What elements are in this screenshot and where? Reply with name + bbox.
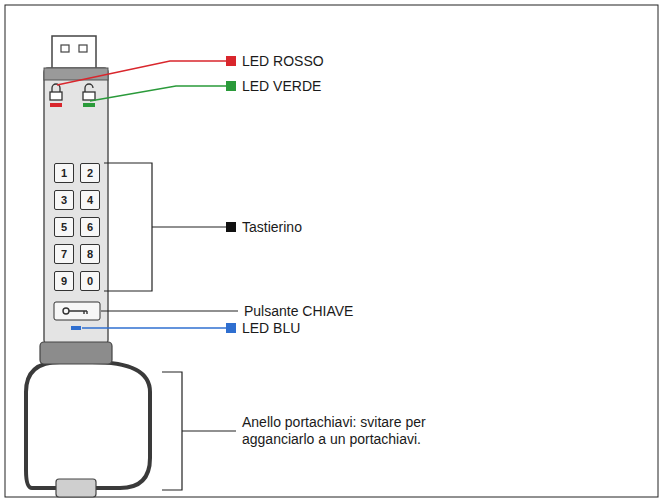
keypad-key: 4	[80, 190, 100, 210]
bracket	[104, 163, 152, 291]
key-digit: 3	[61, 195, 67, 206]
keypad-key: 3	[54, 190, 74, 210]
connector-hole	[79, 45, 87, 52]
key-digit: 8	[87, 249, 93, 260]
key-digit: 9	[61, 276, 67, 287]
key-symbol	[63, 308, 87, 314]
part-label: Anello portachiavi: svitare per aggancia…	[242, 414, 472, 448]
bracket	[162, 372, 182, 490]
keypad-key: 2	[80, 163, 100, 183]
leader-line	[57, 61, 226, 85]
leader-line	[152, 226, 226, 227]
part-label: LED BLU	[242, 320, 300, 337]
keypad-key: 0	[80, 271, 100, 291]
marker-square	[226, 323, 236, 333]
part-label: LED VERDE	[242, 78, 321, 95]
leader-line	[182, 430, 236, 431]
marker-square	[226, 222, 236, 232]
part-label: LED ROSSO	[242, 53, 324, 70]
key-digit: 2	[87, 168, 93, 179]
leader-line	[101, 310, 238, 311]
keypad-key: 7	[54, 244, 74, 264]
key-button	[54, 302, 100, 320]
ring-clip	[56, 479, 96, 497]
keypad-key: 6	[80, 217, 100, 237]
lock-icons	[50, 84, 95, 100]
ring-collar	[40, 342, 112, 364]
drive-body	[44, 68, 108, 344]
key-digit: 7	[61, 249, 67, 260]
part-label: Pulsante CHIAVE	[242, 303, 353, 320]
keypad-key: 1	[54, 163, 74, 183]
part-label: Tastierino	[242, 219, 302, 236]
key-digit: 6	[87, 222, 93, 233]
key-digit: 5	[61, 222, 67, 233]
key-ring	[26, 362, 150, 488]
red-led	[50, 103, 62, 107]
leader-line	[90, 86, 226, 101]
usb-connector	[52, 36, 96, 70]
marker-square	[226, 56, 236, 66]
body-cap-band	[44, 68, 108, 80]
connector-hole	[61, 45, 69, 52]
key-digit: 0	[87, 276, 93, 287]
key-digit: 4	[87, 195, 93, 206]
blue-led	[71, 326, 81, 330]
leader-line	[82, 327, 226, 328]
keypad-key: 9	[54, 271, 74, 291]
frame	[5, 5, 658, 497]
marker-square	[226, 81, 236, 91]
green-led	[83, 103, 95, 107]
key-digit: 1	[61, 168, 67, 179]
keypad-key: 5	[54, 217, 74, 237]
keypad-key: 8	[80, 244, 100, 264]
